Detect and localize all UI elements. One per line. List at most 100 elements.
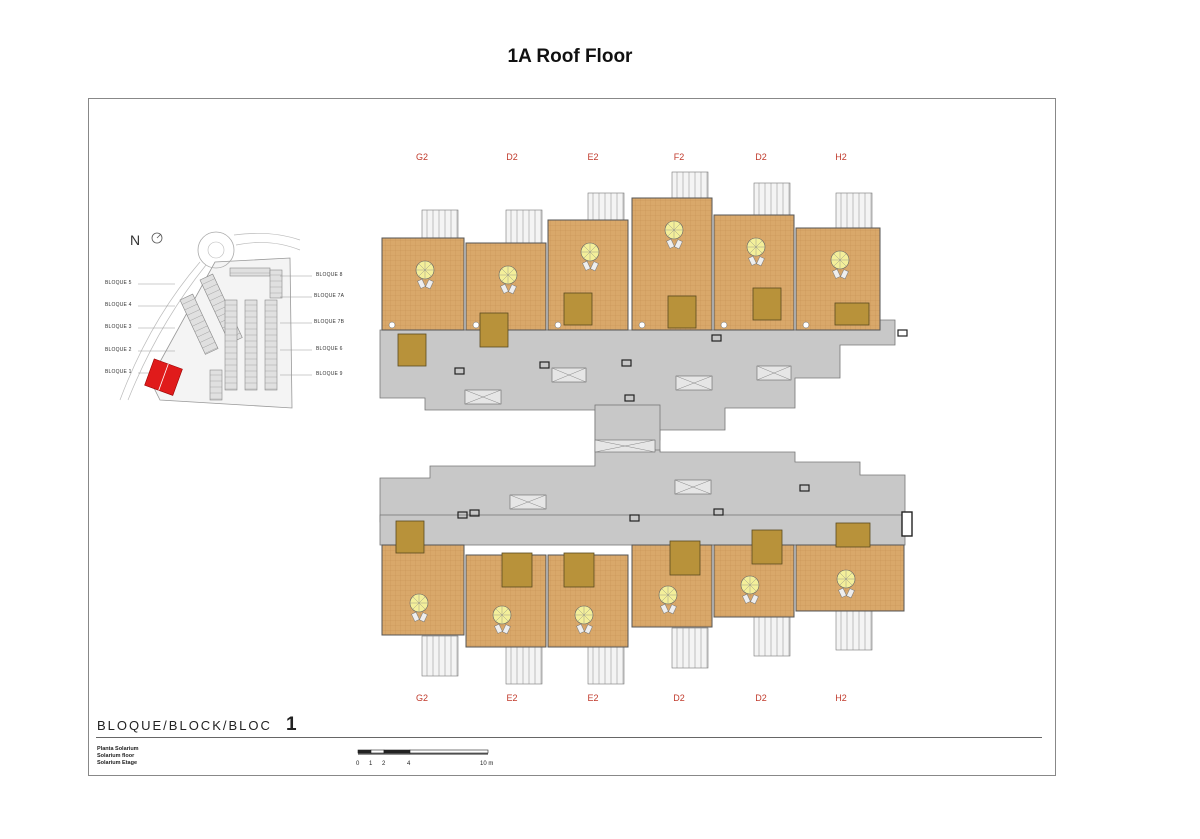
pergola-frame [835, 192, 873, 231]
scale-tick-label: 1 [369, 761, 373, 767]
unit-label-top: E2 [587, 152, 599, 162]
lounger [674, 239, 683, 250]
site-building-outline [209, 369, 223, 401]
stair-hatch [397, 333, 427, 367]
lounger [750, 594, 759, 605]
stair-hatch [667, 295, 697, 329]
parasol-rib [661, 588, 675, 602]
site-building-outline [224, 299, 238, 391]
lounger [419, 612, 428, 623]
pergola-frame [753, 615, 791, 657]
unit-label-bottom: D2 [673, 693, 685, 703]
block-label: BLOQUE/BLOCK/BLOC [97, 718, 272, 733]
stair-hatch [834, 302, 870, 326]
lounger [500, 283, 509, 294]
unit-label-bottom: E2 [587, 693, 599, 703]
roundabout-inner [207, 241, 225, 259]
site-building-divider [184, 303, 198, 311]
unit-label-top: F2 [673, 152, 685, 162]
site-building [269, 269, 283, 299]
pergola [835, 609, 873, 651]
site-label-right: BLOQUE 8 [316, 272, 343, 278]
pergola [421, 209, 459, 241]
parasol-rib [667, 223, 681, 237]
drain-icon [554, 321, 562, 329]
roundabout [197, 231, 235, 269]
site-building-divider [194, 325, 208, 332]
scale-bar [357, 749, 489, 755]
lounger [494, 623, 503, 634]
parasol-rib [583, 245, 597, 259]
skylight-cross [675, 375, 713, 391]
vent-icon [711, 334, 722, 342]
site-building [264, 299, 278, 391]
pergola [753, 615, 791, 657]
vent-icon [454, 367, 465, 375]
stair-hatch [835, 522, 871, 548]
parasol-rib [743, 578, 757, 592]
skylight-cross [674, 479, 712, 495]
skylight-cross [509, 494, 547, 510]
parasol-icon [746, 237, 766, 267]
site-building-divider [207, 289, 220, 296]
compass-needle [156, 233, 162, 239]
lounger [668, 604, 677, 615]
parasol-icon [492, 605, 512, 635]
site-building-divider [187, 309, 200, 316]
site-label-right: BLOQUE 6 [316, 346, 343, 352]
site-building [209, 369, 223, 401]
parasol-rib [749, 240, 763, 254]
site-building-divider [197, 331, 211, 338]
site-label-left: BLOQUE 5 [105, 280, 132, 286]
pergola-frame [587, 643, 625, 685]
pergola-frame [505, 209, 543, 246]
compass-icon [151, 232, 163, 244]
site-building [229, 267, 271, 277]
pergola-frame [421, 635, 459, 677]
lounger [502, 624, 511, 635]
parasol-icon [409, 593, 429, 623]
skylight-cross [756, 365, 792, 381]
page-title: 1A Roof Floor [507, 46, 633, 67]
stair-hatch [752, 287, 782, 321]
lounger [584, 624, 593, 635]
unit-label-top: G2 [415, 152, 428, 162]
parasol-icon [580, 242, 600, 272]
scale-segment [357, 749, 372, 754]
vent-icon [897, 329, 908, 337]
site-building-divider [204, 283, 218, 291]
site-building-divider [202, 341, 216, 349]
lounger [576, 623, 585, 634]
lounger [838, 587, 847, 598]
lounger [846, 588, 855, 599]
parasol-icon [740, 575, 760, 605]
pergola-frame [671, 171, 709, 201]
site-building [244, 299, 258, 391]
vent-icon [629, 514, 640, 522]
parasol-icon [658, 585, 678, 615]
drain-icon [388, 321, 396, 329]
block-number: 1 [286, 714, 297, 735]
legend-line: Solarium Etage [97, 760, 138, 766]
scale-tick-label: 10 m [480, 761, 494, 767]
scale-tick-label: 4 [407, 761, 411, 767]
stair-hatch [501, 552, 533, 588]
parasol-rib [839, 572, 853, 586]
pergola-frame [671, 627, 709, 669]
pergola [753, 182, 791, 218]
scale-segment [409, 749, 489, 754]
skylight-cross [464, 389, 502, 405]
lounger [660, 603, 669, 614]
site-label-right: BLOQUE 7A [314, 293, 345, 299]
unit-label-bottom: G2 [415, 693, 428, 703]
lounger [756, 256, 765, 267]
unit-label-top: H2 [835, 152, 847, 162]
footer-divider [96, 737, 1042, 738]
road [233, 232, 301, 251]
pergola [421, 635, 459, 677]
unit-label-bottom: E2 [506, 693, 518, 703]
parasol-icon [836, 569, 856, 599]
site-building [179, 293, 219, 355]
skylight-cross [594, 439, 656, 453]
